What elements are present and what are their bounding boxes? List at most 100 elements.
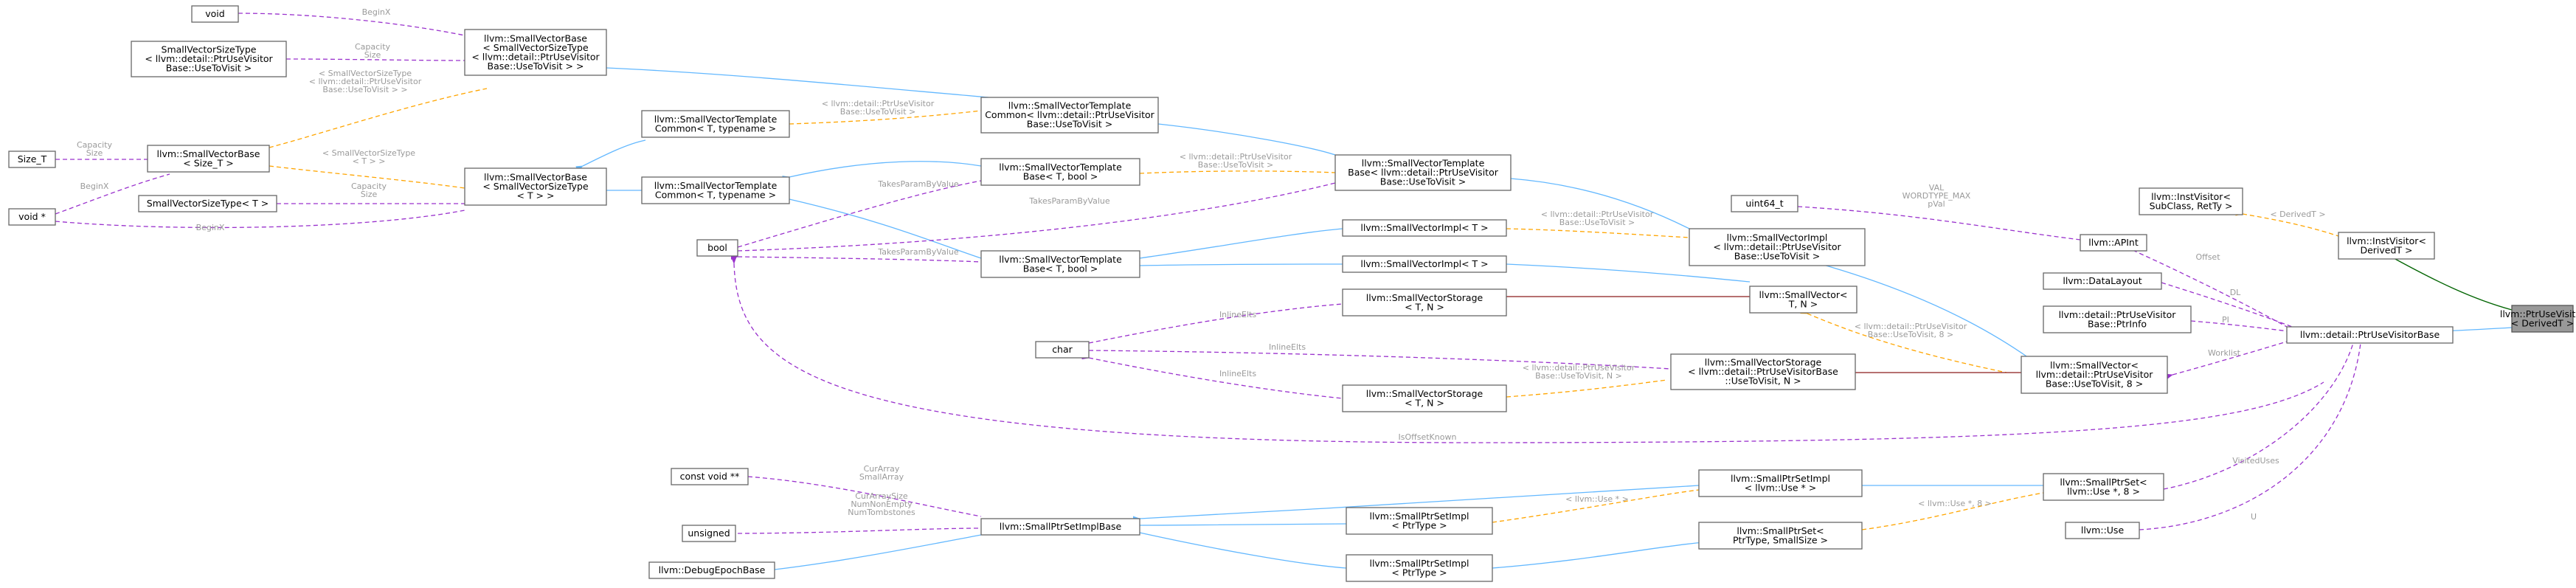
node-box <box>1698 522 1863 550</box>
node-box <box>2511 305 2574 333</box>
node-constvoid[interactable]: const void ** <box>671 468 749 485</box>
node-label-line: char <box>1052 344 1073 355</box>
node-svb-size[interactable]: llvm::SmallVectorBase< Size_T > <box>147 145 270 173</box>
edge-label-line: < llvm::Use *, 8 > <box>1918 499 1992 508</box>
node-spsib[interactable]: llvm::SmallPtrSetImplBase <box>980 518 1140 536</box>
node-voidptr[interactable]: void * <box>8 208 56 226</box>
node-box <box>1670 353 1856 390</box>
node-box <box>464 29 607 76</box>
node-label-line: llvm::InstVisitor< <box>2151 191 2231 202</box>
edge-label-line: Base::UseToVisit, 8 > <box>1868 330 1953 339</box>
edge-label-line: BeginX <box>196 223 225 232</box>
node-box <box>191 5 239 23</box>
edge-label-line: < SmallVectorSizeType <box>319 69 412 78</box>
edge-label-line: BeginX <box>80 181 109 191</box>
node-puv[interactable]: llvm::PtrUseVisitor< DerivedT > <box>2500 305 2576 333</box>
node-label-line: llvm::SmallVectorTemplate <box>1362 158 1485 169</box>
edge-label-line: WORDTYPE_MAX <box>1902 191 1971 201</box>
edge-inherit-svtc-t2-svtb-tbool2 <box>782 195 982 259</box>
node-box <box>1035 341 1090 359</box>
edge-label-line: < DerivedT > <box>2270 210 2325 219</box>
edge-label-line: Base::UseToVisit > <box>1198 160 1273 170</box>
node-bool[interactable]: bool <box>696 239 738 257</box>
node-label-line: Size_T <box>18 153 47 165</box>
node-label-line: Common< T, typename > <box>655 122 776 134</box>
edge-takes-param3 <box>730 253 982 263</box>
node-box <box>1342 255 1507 273</box>
node-label-line: llvm::SmallPtrSetImplBase <box>1000 521 1122 532</box>
node-box <box>2065 522 2140 539</box>
node-unsigned[interactable]: unsigned <box>682 525 736 542</box>
node-svstor-use[interactable]: llvm::SmallVectorStorage< llvm::detail::… <box>1670 353 1856 390</box>
node-svst-t[interactable]: SmallVectorSizeType< T > <box>138 195 277 212</box>
node-svimpl-t1[interactable]: llvm::SmallVectorImpl< T > <box>1342 219 1507 237</box>
node-svstor-tn2[interactable]: llvm::SmallVectorStorage< T, N > <box>1342 384 1507 412</box>
node-svst-use[interactable]: SmallVectorSizeType< llvm::detail::PtrUs… <box>131 41 287 77</box>
edge-label-line: < llvm::detail::PtrUseVisitor <box>1180 152 1292 162</box>
edge-tmpl-svb-size-svb-t <box>262 162 465 189</box>
edge-label-takes-param3: TakesParamByValue <box>877 247 958 257</box>
node-char[interactable]: char <box>1035 341 1090 359</box>
node-label-line: llvm::SmallVectorTemplate <box>999 254 1122 265</box>
node-box <box>641 176 790 204</box>
node-label-line: Base< llvm::detail::PtrUseVisitor <box>1348 167 1499 178</box>
node-box <box>1334 154 1512 191</box>
node-spsi-ptr2[interactable]: llvm::SmallPtrSetImpl< PtrType > <box>1346 554 1493 582</box>
node-sv-use[interactable]: llvm::SmallVector<llvm::detail::PtrUseVi… <box>2021 356 2168 394</box>
node-svb-t[interactable]: llvm::SmallVectorBase< SmallVectorSizeTy… <box>464 167 607 206</box>
edge-takes-param2 <box>730 182 1336 255</box>
node-puvb[interactable]: llvm::detail::PtrUseVisitorBase <box>2286 326 2454 344</box>
edge-label-line: Base::UseToVisit > > <box>322 85 407 94</box>
node-debugepoch[interactable]: llvm::DebugEpochBase <box>648 561 775 579</box>
edge-curarray <box>741 473 982 517</box>
node-instvis-der[interactable]: llvm::InstVisitor<DerivedT > <box>2338 232 2435 260</box>
node-spsi-use[interactable]: llvm::SmallPtrSetImpl< llvm::Use * > <box>1698 469 1863 497</box>
node-label-line: llvm::SmallVector< <box>1759 289 1848 300</box>
edge-tmpl-svtc-use <box>782 110 982 128</box>
edge-label-inline2: InlineElts <box>1269 342 1306 352</box>
node-label-line: < llvm::Use * > <box>1745 482 1816 493</box>
node-box <box>1342 288 1507 317</box>
node-svimpl-t2[interactable]: llvm::SmallVectorImpl< T > <box>1342 255 1507 273</box>
node-apint[interactable]: llvm::APInt <box>2080 234 2147 252</box>
node-void[interactable]: void <box>191 5 239 23</box>
node-sps-use[interactable]: llvm::SmallPtrSet<llvm::Use *, 8 > <box>2043 473 2164 501</box>
node-box <box>1342 384 1507 412</box>
node-box <box>8 151 56 168</box>
edge-protected-puv <box>2386 252 2513 311</box>
node-box <box>2080 234 2147 252</box>
node-label-line: llvm::SmallVectorBase <box>157 148 260 159</box>
node-svb-use[interactable]: llvm::SmallVectorBase< SmallVectorSizeTy… <box>464 29 607 76</box>
node-ptrinfo[interactable]: llvm::detail::PtrUseVisitorBase::PtrInfo <box>2043 305 2192 333</box>
node-spsi-ptr[interactable]: llvm::SmallPtrSetImpl< PtrType > <box>1346 507 1493 535</box>
edge-label-takes-param1: TakesParamByValue <box>877 179 958 189</box>
node-label-line: llvm::SmallVectorBase <box>484 172 587 183</box>
node-label-line: llvm::SmallVectorImpl< T > <box>1360 222 1488 233</box>
edge-label-line: TakesParamByValue <box>1028 196 1109 206</box>
node-datalayout[interactable]: llvm::DataLayout <box>2043 272 2162 290</box>
node-use[interactable]: llvm::Use <box>2065 522 2140 539</box>
node-label-line: llvm::SmallVectorImpl< T > <box>1360 258 1488 269</box>
node-label-line: llvm::SmallVectorStorage <box>1366 388 1483 399</box>
edge-label-line: CurArraySize <box>855 491 908 501</box>
node-box <box>2021 356 2168 394</box>
node-label-line: < T > > <box>517 190 555 201</box>
node-box <box>671 468 749 485</box>
node-instvis-sub[interactable]: llvm::InstVisitor<SubClass, RetTy > <box>2139 187 2243 215</box>
node-size-t[interactable]: Size_T <box>8 151 56 168</box>
node-sv-tn[interactable]: llvm::SmallVector<T, N > <box>1749 286 1857 314</box>
node-label-line: llvm::DataLayout <box>2063 275 2142 286</box>
node-uint64[interactable]: uint64_t <box>1731 195 1798 212</box>
edge-inherit-sv-use <box>1778 249 2029 359</box>
node-sps-ptr[interactable]: llvm::SmallPtrSet<PtrType, SmallSize > <box>1698 522 1863 550</box>
node-svimpl-use[interactable]: llvm::SmallVectorImpl< llvm::detail::Ptr… <box>1689 228 1866 266</box>
node-svstor-tn[interactable]: llvm::SmallVectorStorage< T, N > <box>1342 288 1507 317</box>
